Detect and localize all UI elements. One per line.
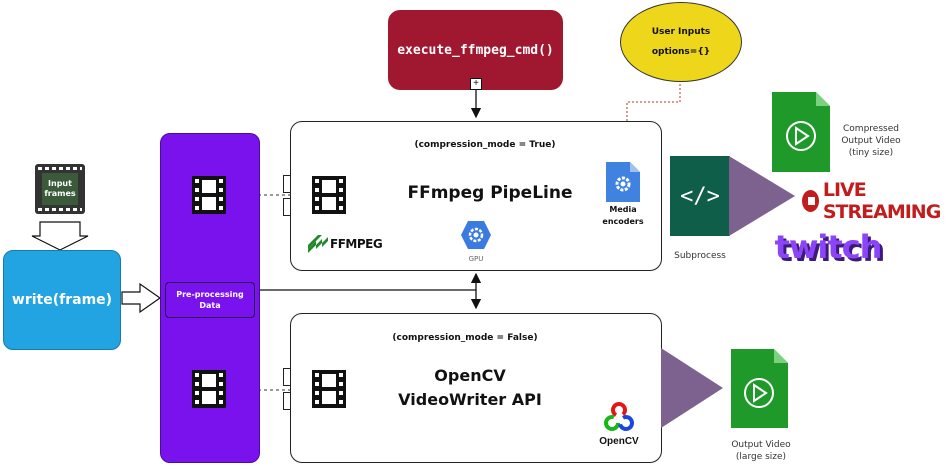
live-dot-icon	[802, 190, 819, 212]
opencv-title-line1: OpenCV	[434, 366, 506, 385]
gpu-gear-icon	[461, 221, 491, 249]
twitch-logo: twitch	[772, 226, 884, 268]
opencv-port-bottom	[283, 392, 291, 410]
code-icon: </>	[680, 183, 720, 209]
twitch-logo-text: twitch	[774, 228, 883, 266]
film-icon	[192, 370, 226, 408]
subprocess-box: </>	[670, 156, 730, 236]
preprocessing-data-label: Pre-processing Data	[176, 290, 244, 310]
opencv-logo-icon	[604, 402, 634, 431]
ffmpeg-pipeline-title: FFmpeg PipeLine	[407, 183, 573, 203]
film-icon	[192, 176, 226, 214]
input-arrow	[31, 221, 89, 251]
gpu-label: GPU	[468, 255, 484, 263]
user-inputs-value: options={}	[651, 47, 711, 57]
ffmpeg-logo: FFMPEG	[308, 234, 383, 254]
user-inputs-ellipse: User Inputs options={}	[620, 2, 742, 82]
opencv-port-top	[283, 368, 291, 386]
opencv-condition: (compression_mode = False)	[392, 333, 538, 343]
user-inputs-title: User Inputs	[651, 27, 711, 37]
ffmpeg-condition: (compression_mode = True)	[414, 140, 556, 150]
execute-ffmpeg-cmd-box: execute_ffmpeg_cmd()	[388, 10, 563, 90]
write-frame-box: write(frame)	[3, 250, 121, 350]
subprocess-label: Subprocess	[674, 251, 726, 261]
subprocess-triangle	[729, 156, 795, 236]
film-icon	[312, 370, 346, 408]
write-frame-label: write(frame)	[11, 292, 113, 308]
preprocessing-data-box: Pre-processing Data	[165, 282, 255, 318]
ffmpeg-port-bottom	[283, 198, 291, 216]
execute-plus-icon: +	[470, 78, 482, 90]
play-document-icon	[772, 92, 830, 172]
ffmpeg-logo-text: FFMPEG	[330, 237, 383, 251]
live-streaming-text: LIVE STREAMING	[822, 179, 941, 223]
media-encoders-label: Media encoders	[602, 205, 644, 226]
opencv-output-triangle	[661, 348, 723, 428]
output-video-label: Output Video (large size)	[731, 440, 791, 462]
execute-ffmpeg-cmd-label: execute_ffmpeg_cmd()	[397, 42, 554, 58]
opencv-title-line2: VideoWriter API	[398, 390, 542, 409]
ffmpeg-port-top	[283, 175, 291, 193]
input-frames-label: Input frames	[44, 179, 76, 198]
opencv-logo-text: OpenCV	[599, 436, 639, 447]
play-document-icon	[731, 349, 788, 428]
input-frames-icon: Input frames	[35, 164, 85, 214]
media-encoders-icon	[606, 162, 640, 202]
compressed-output-label: Compressed Output Video (tiny size)	[841, 124, 901, 158]
live-streaming-logo: LIVE STREAMING	[802, 179, 950, 223]
write-arrow	[121, 282, 162, 314]
film-icon	[312, 176, 346, 214]
ffmpeg-logo-icon	[308, 235, 328, 253]
